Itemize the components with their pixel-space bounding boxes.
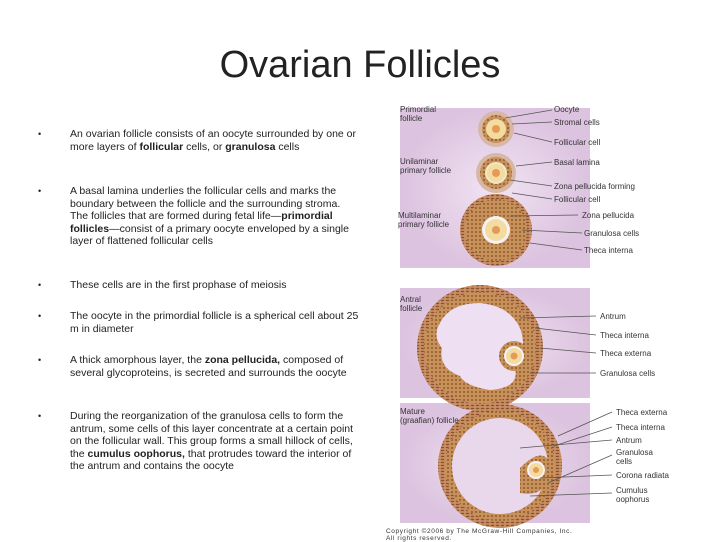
bullet-marker: • (38, 411, 42, 421)
label-unilaminar: Unilaminar primary follicle (400, 157, 452, 175)
bullet-text: The oocyte in the primordial follicle is… (70, 310, 359, 335)
text-span: that protrudes toward the interior of th… (70, 447, 352, 473)
text-span: cells, or (183, 140, 226, 153)
copyright-line-2: All rights reserved. (386, 535, 452, 542)
bullet-marker: • (38, 186, 42, 196)
bullet-marker: • (38, 355, 42, 365)
label-multilaminar: Multilaminar primary follicle (398, 211, 450, 229)
label-primordial: Primordial follicle (400, 105, 437, 123)
label-zona-forming: Zona pellucida forming (554, 182, 635, 191)
bullet-text: An ovarian follicle consists of an oocyt… (70, 128, 360, 153)
primordial-follicle (478, 111, 514, 147)
follicle-figure: Primordial follicle Unilaminar primary f… (370, 98, 686, 542)
label-granulosa-cells-2: Granulosa cells (600, 369, 656, 378)
label-corona-radiata: Corona radiata (616, 471, 669, 480)
bold-term: granulosa (225, 140, 276, 153)
label-granulosa-cells: Granulosa cells (584, 229, 640, 238)
text-span: cells (275, 140, 300, 153)
bold-term: cumulus oophorus, (87, 447, 185, 460)
unilaminar-follicle (476, 153, 516, 193)
label-cumulus-oophorus: Cumulus oophorus (616, 486, 650, 504)
graafian-follicle (438, 404, 562, 528)
label-theca-externa: Theca externa (600, 349, 652, 358)
label-theca-interna-2: Theca interna (600, 331, 649, 340)
label-follicular-cell-2: Follicular cell (554, 195, 601, 204)
label-theca-interna: Theca interna (584, 246, 633, 255)
follicle-illustration (400, 108, 613, 528)
label-granulosa-cells-3: Granulosa cells (616, 448, 653, 466)
multilaminar-follicle (460, 194, 532, 266)
label-theca-interna-3: Theca interna (616, 423, 665, 432)
bullet-text: These cells are in the first prophase of… (70, 279, 287, 291)
text-span: A thick amorphous layer, the (70, 354, 205, 366)
bullet-text: A basal lamina underlies the follicular … (70, 185, 360, 248)
label-basal-lamina: Basal lamina (554, 158, 600, 167)
label-antral: Antral follicle (400, 295, 423, 313)
text-span: During the reorganization of the granulo… (70, 410, 354, 460)
bold-term: primordial follicles (70, 210, 333, 235)
antral-follicle (417, 285, 543, 411)
bullet-marker: • (38, 129, 42, 139)
label-theca-externa-2: Theca externa (616, 408, 668, 417)
text-span: An ovarian follicle consists of an oocyt… (70, 128, 356, 153)
bullet-text: During the reorganization of the granulo… (70, 410, 360, 473)
label-stromal-cells: Stromal cells (554, 118, 600, 127)
leader-lines (504, 109, 613, 497)
label-oocyte: Oocyte (554, 105, 580, 114)
bold-term: zona pellucida, (204, 354, 281, 366)
label-zona-pellucida: Zona pellucida (582, 211, 635, 220)
text-span: composed of several glycoproteins, is se… (70, 354, 347, 379)
text-span: A basal lamina underlies the follicular … (70, 185, 341, 222)
copyright-notice: Copyright ©2006 by The McGraw-Hill Compa… (386, 528, 572, 542)
label-follicular-cell: Follicular cell (554, 138, 601, 147)
copyright-line-1: Copyright ©2006 by The McGraw-Hill Compa… (386, 528, 573, 535)
bold-term: follicular (139, 140, 184, 153)
label-antrum: Antrum (600, 312, 626, 321)
label-graafian: Mature (graafian) follicle (400, 407, 459, 425)
bullet-marker: • (38, 311, 42, 321)
bullet-marker: • (38, 280, 42, 290)
bullet-text: A thick amorphous layer, the zona pelluc… (70, 354, 360, 379)
slide-title: Ovarian Follicles (219, 44, 501, 86)
label-antrum-2: Antrum (616, 436, 642, 445)
text-span: —consist of a primary oocyte enveloped b… (70, 222, 349, 248)
